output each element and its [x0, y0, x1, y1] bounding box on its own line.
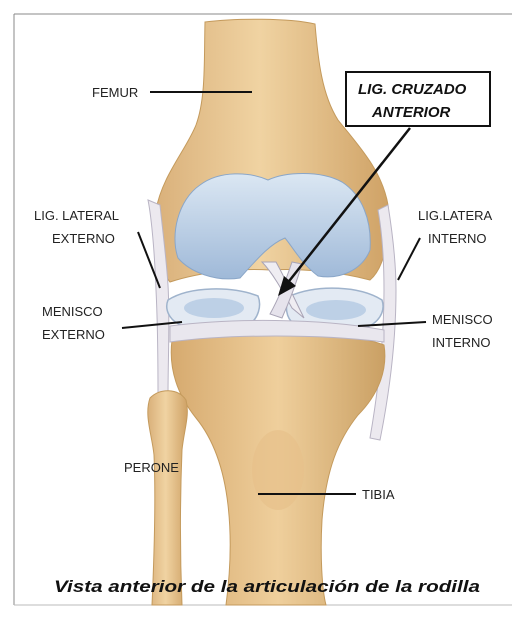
label-menisco-externo-2: EXTERNO	[42, 327, 105, 342]
label-menisco-interno-2: INTERNO	[432, 335, 491, 350]
meniscus-internal-hole	[306, 300, 366, 320]
label-perone: PERONE	[124, 460, 179, 475]
label-lig-lateral-interno-2: INTERNO	[428, 231, 487, 246]
label-menisco-externo-1: MENISCO	[42, 304, 103, 319]
label-lig-lateral-externo-1: LIG. LATERAL	[34, 208, 119, 223]
lig-lateral-interno-leader	[398, 238, 420, 280]
fibula-bone	[148, 391, 188, 605]
label-tibia: TIBIA	[362, 487, 395, 502]
callout-line-1: LIG. CRUZADO	[358, 81, 467, 98]
meniscus-external-hole	[184, 298, 244, 318]
label-menisco-interno-1: MENISCO	[432, 312, 493, 327]
figure-caption: Vista anterior de la articulación de la …	[54, 577, 480, 596]
callout-line-2: ANTERIOR	[371, 104, 451, 121]
tibial-tuberosity	[252, 430, 304, 510]
label-lig-lateral-interno-1: LIG.LATERA	[418, 208, 493, 223]
label-femur: FEMUR	[92, 85, 138, 100]
label-lig-lateral-externo-2: EXTERNO	[52, 231, 115, 246]
